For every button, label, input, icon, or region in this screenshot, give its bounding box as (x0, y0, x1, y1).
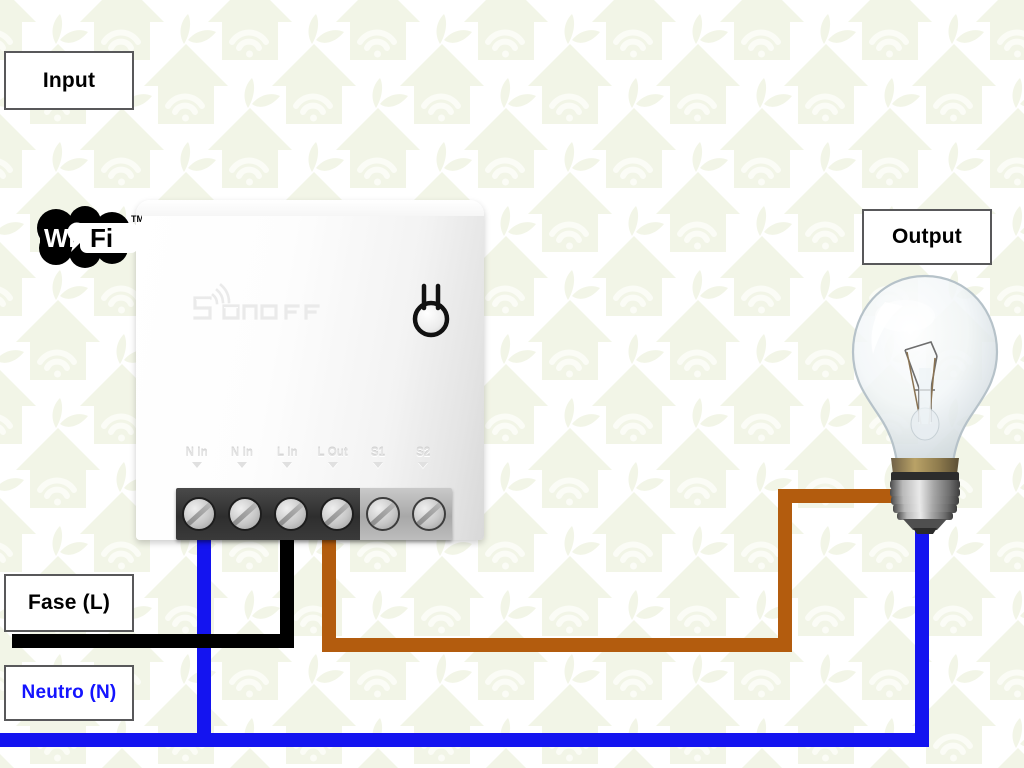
terminal-arrow-icon (191, 462, 202, 468)
light-bulb-image (851, 274, 999, 534)
wifi-logo-icon: Wi Fi TM (37, 206, 142, 268)
terminal-label-1: N In (174, 447, 219, 489)
terminal-arrow-icon (372, 462, 383, 468)
wire-neutral-bus (0, 733, 929, 747)
terminal-label-text: N In (185, 447, 208, 459)
wire-live-in-horizontal (12, 634, 294, 648)
terminal-label-text: S1 (370, 447, 386, 459)
sonoff-wordmark (193, 283, 320, 320)
screw-icon (366, 497, 400, 531)
light-bulb-button-icon[interactable] (408, 278, 454, 340)
label-output: Output (862, 209, 992, 265)
wire-lamp-neutral (915, 505, 929, 743)
terminal-arrow-icon (418, 462, 429, 468)
terminal-block (176, 488, 452, 540)
terminal-label-3: L In (265, 447, 310, 489)
terminal-label-text: L Out (317, 447, 348, 459)
screw-icon (228, 497, 262, 531)
wire-live-out-riser (778, 489, 792, 652)
terminal-screw-s1[interactable] (360, 488, 406, 540)
terminal-screw-l-in[interactable] (268, 488, 314, 540)
sonoff-mini-device: N In N In L In L Out S1 S2 (136, 200, 484, 545)
terminal-screw-s2[interactable] (406, 488, 452, 540)
terminal-label-strip: N In N In L In L Out S1 S2 (174, 447, 446, 489)
screw-icon (320, 497, 354, 531)
terminal-label-6: S2 (401, 447, 446, 489)
terminal-screw-n-in-1[interactable] (176, 488, 222, 540)
terminal-label-2: N In (219, 447, 264, 489)
screw-icon (274, 497, 308, 531)
terminal-arrow-icon (282, 462, 293, 468)
terminal-label-5: S1 (355, 447, 400, 489)
screw-icon (412, 497, 446, 531)
label-fase: Fase (L) (4, 574, 134, 632)
wire-live-out-horizontal (322, 638, 792, 652)
terminal-arrow-icon (236, 462, 247, 468)
label-neutro: Neutro (N) (4, 665, 134, 721)
screw-icon (182, 497, 216, 531)
wire-live-out-vertical (322, 528, 336, 646)
terminal-label-text: L In (277, 447, 298, 459)
terminal-label-text: N In (230, 447, 254, 459)
terminal-arrow-icon (327, 462, 338, 468)
wifi-trademark-label: TM (131, 214, 142, 224)
device-top-bevel (136, 200, 484, 216)
svg-text:Fi: Fi (90, 223, 113, 253)
label-input: Input (4, 51, 134, 110)
terminal-label-4: L Out (310, 447, 355, 489)
terminal-screw-n-in-2[interactable] (222, 488, 268, 540)
terminal-screw-l-out[interactable] (314, 488, 360, 540)
terminal-label-text: S2 (416, 447, 431, 459)
